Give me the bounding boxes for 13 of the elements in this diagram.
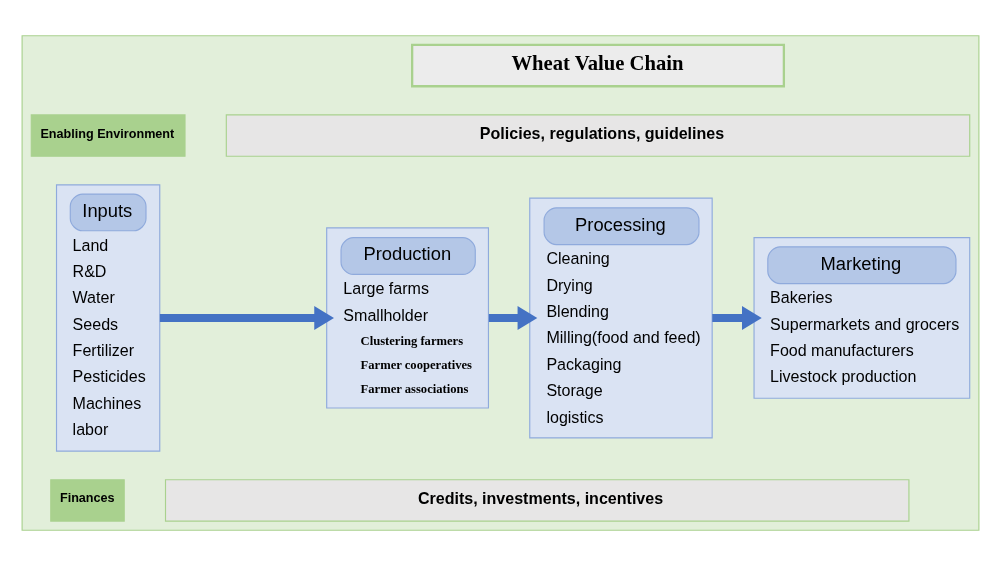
arrow <box>712 305 762 330</box>
node-box: Credits, investments, incentives <box>164 478 910 522</box>
node-box: Policies, regulations, guidelines <box>225 113 971 157</box>
node-box: Enabling Environment <box>30 113 186 157</box>
cluster <box>21 34 980 531</box>
node-box: Finances <box>50 478 125 522</box>
node-box: Production Large farms Smallholder Clustering farmers Farmer cooperatives Farmer associations <box>326 226 490 409</box>
node-box: Processing Cleaning Drying Blending Milling(food and feed) Packaging Storage logistics <box>529 197 713 438</box>
node-box: Marketing Bakeries Supermarkets and grocers Food manufacturers Livestock production <box>753 236 971 399</box>
node-box: Inputs Land R&D Water Seeds Fertilizer Pesticides Machines labor <box>55 183 161 452</box>
arrow <box>159 305 334 330</box>
node-box: Wheat Value Chain <box>411 43 785 87</box>
arrow <box>488 305 538 330</box>
